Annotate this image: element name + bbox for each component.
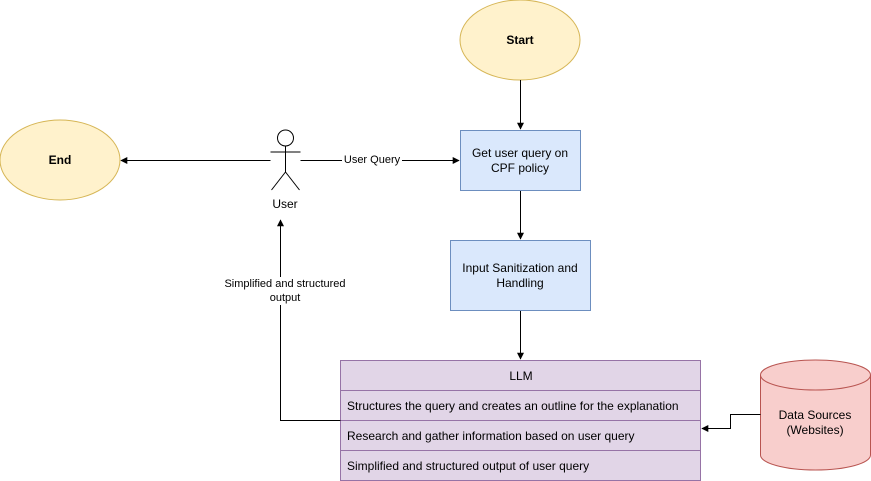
edge-datasource-to-llm	[701, 414, 761, 432]
get-query-box	[460, 130, 581, 191]
sanitization-box	[450, 240, 591, 311]
datasource-label: Data Sources (Websites)	[778, 408, 852, 437]
llm-title: LLM	[509, 368, 533, 383]
edge-label-user-query: User Query	[342, 153, 402, 167]
end-ellipse	[0, 119, 121, 201]
edge-label-output: Simplified and structured output	[210, 277, 360, 305]
llm-row-structure: Structures the query and creates an outl…	[347, 398, 679, 413]
start-label: Start	[506, 32, 534, 47]
user-actor-icon	[270, 129, 301, 191]
llm-row-output: Simplified and structured output of user…	[347, 458, 590, 473]
user-label: User	[272, 196, 298, 211]
datasource-cylinder	[760, 359, 871, 471]
sanitization-label: Input Sanitization and Handling	[462, 261, 578, 290]
end-label: End	[48, 152, 72, 167]
llm-row-research: Research and gather information based on…	[347, 428, 635, 443]
get-query-label: Get user query on CPF policy	[471, 146, 569, 175]
edge-llm-to-user	[277, 219, 341, 421]
